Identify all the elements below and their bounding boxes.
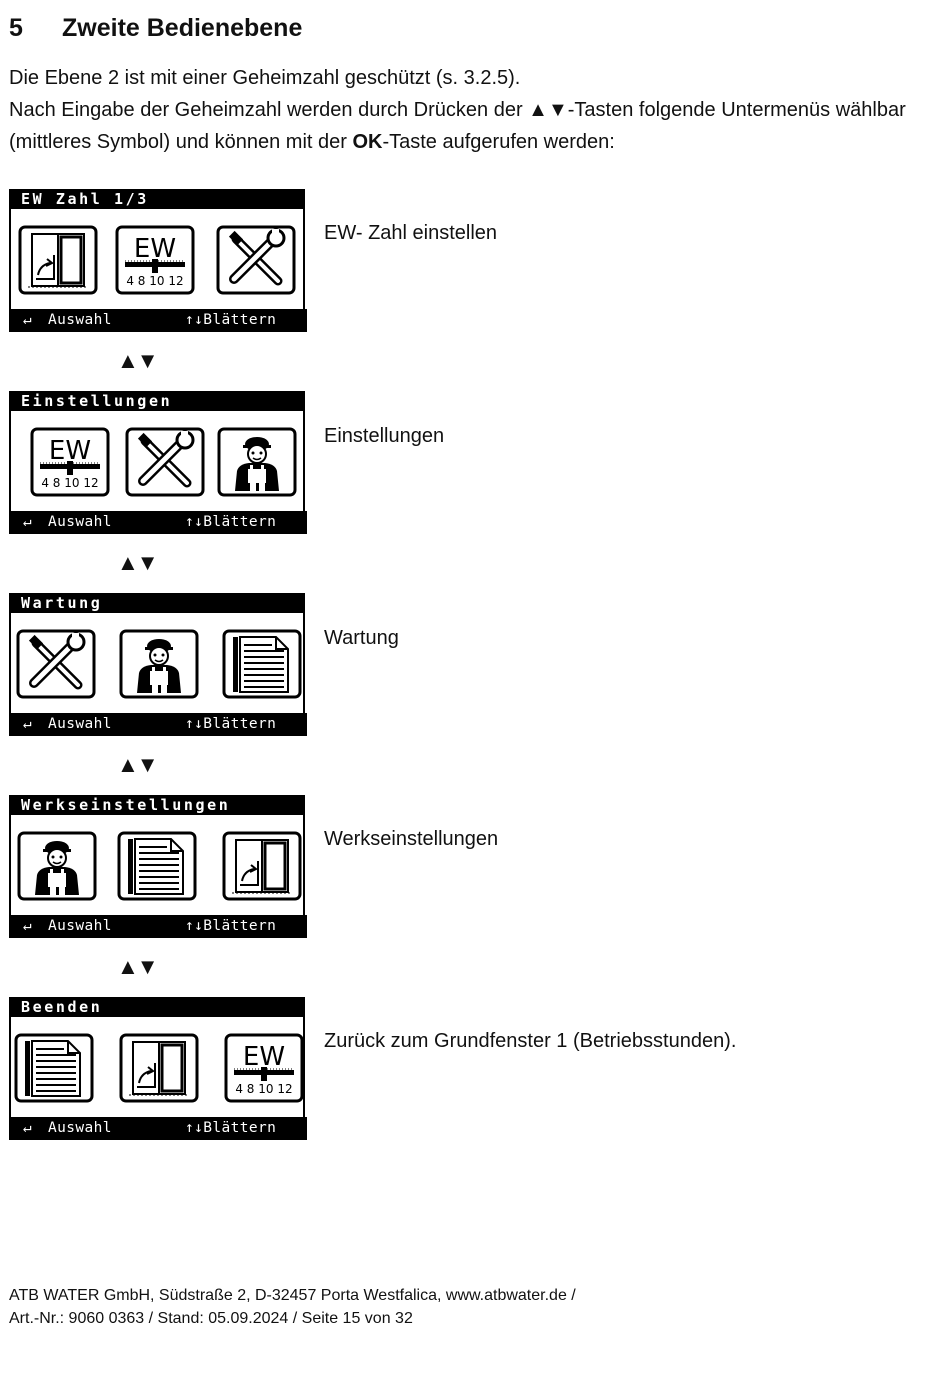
- select-label: Auswahl: [48, 514, 112, 530]
- svg-text:4 8 10 12: 4 8 10 12: [235, 1082, 292, 1096]
- scroll-label: ↑↓Blättern: [185, 1120, 277, 1136]
- scroll-label: ↑↓Blättern: [185, 312, 277, 328]
- tools-icon: [16, 629, 96, 699]
- door-icon: [119, 1033, 199, 1103]
- screen-title: Werkseinstellungen: [9, 795, 305, 815]
- arrow-keys: ▲▼: [528, 99, 568, 121]
- section-heading: 5 Zweite Bedienebene: [9, 14, 302, 43]
- menu-screen-wartung: Wartung ↵ Auswahl ↑↓Blättern: [9, 593, 307, 736]
- tools-icon: [125, 427, 205, 497]
- intro-line-2b: -Tasten folgende Untermenüs wählbar (mit…: [9, 99, 906, 153]
- enter-icon: ↵: [23, 312, 32, 328]
- svg-text:4 8 10 12: 4 8 10 12: [126, 274, 183, 288]
- menu-screen-werkseinstellungen: Werkseinstellungen ↵ Auswahl ↑↓Blättern: [9, 795, 307, 938]
- nav-arrows: ▲▼: [117, 348, 159, 373]
- enter-icon: ↵: [23, 1120, 32, 1136]
- enter-icon: ↵: [23, 716, 32, 732]
- screen-description: Werkseinstellungen: [324, 828, 499, 850]
- footer-line-1: ATB WATER GmbH, Südstraße 2, D-32457 Por…: [9, 1287, 576, 1304]
- ok-key: OK: [352, 131, 383, 153]
- nav-arrows: ▲▼: [117, 954, 159, 979]
- footer-line-2: Art.-Nr.: 9060 0363 / Stand: 05.09.2024 …: [9, 1310, 413, 1327]
- screen-title: Einstellungen: [9, 391, 305, 411]
- screen-footer: ↵ Auswahl ↑↓Blättern: [9, 511, 307, 534]
- document-icon: [14, 1033, 94, 1103]
- technician-icon: [17, 831, 97, 901]
- screen-icons: [9, 613, 305, 713]
- section-number: 5: [9, 14, 23, 42]
- enter-icon: ↵: [23, 514, 32, 530]
- section-title: Zweite Bedienebene: [62, 14, 303, 42]
- screen-title: EW Zahl 1/3: [9, 189, 305, 209]
- scroll-label: ↑↓Blättern: [185, 918, 277, 934]
- door-icon: [222, 831, 302, 901]
- select-label: Auswahl: [48, 918, 112, 934]
- screen-footer: ↵ Auswahl ↑↓Blättern: [9, 1117, 307, 1140]
- select-label: Auswahl: [48, 1120, 112, 1136]
- enter-icon: ↵: [23, 918, 32, 934]
- page-footer: ATB WATER GmbH, Südstraße 2, D-32457 Por…: [9, 1284, 576, 1330]
- select-label: Auswahl: [48, 716, 112, 732]
- document-icon: [222, 629, 302, 699]
- screen-description: Zurück zum Grundfenster 1 (Betriebsstund…: [324, 1030, 737, 1052]
- document-icon: [117, 831, 197, 901]
- technician-icon: [217, 427, 297, 497]
- screen-icons: [9, 815, 305, 915]
- screen-title: Beenden: [9, 997, 305, 1017]
- svg-text:4 8 10 12: 4 8 10 12: [41, 476, 98, 490]
- nav-arrows: ▲▼: [117, 752, 159, 777]
- scroll-label: ↑↓Blättern: [185, 716, 277, 732]
- scroll-label: ↑↓Blättern: [185, 514, 277, 530]
- screen-footer: ↵ Auswahl ↑↓Blättern: [9, 309, 307, 332]
- screen-title: Wartung: [9, 593, 305, 613]
- screen-footer: ↵ Auswahl ↑↓Blättern: [9, 915, 307, 938]
- nav-arrows: ▲▼: [117, 550, 159, 575]
- door-icon: [18, 225, 98, 295]
- intro-line-1: Die Ebene 2 ist mit einer Geheimzahl ges…: [9, 67, 521, 89]
- screen-description: Einstellungen: [324, 425, 445, 447]
- intro-line-2c: -Taste aufgerufen werden:: [382, 131, 615, 153]
- intro-text: Die Ebene 2 ist mit einer Geheimzahl ges…: [9, 62, 909, 158]
- technician-icon: [119, 629, 199, 699]
- screen-footer: ↵ Auswahl ↑↓Blättern: [9, 713, 307, 736]
- screen-description: EW- Zahl einstellen: [324, 222, 498, 244]
- screen-description: Wartung: [324, 627, 399, 649]
- tools-icon: [216, 225, 296, 295]
- intro-line-2a: Nach Eingabe der Geheimzahl werden durch…: [9, 99, 529, 121]
- select-label: Auswahl: [48, 312, 112, 328]
